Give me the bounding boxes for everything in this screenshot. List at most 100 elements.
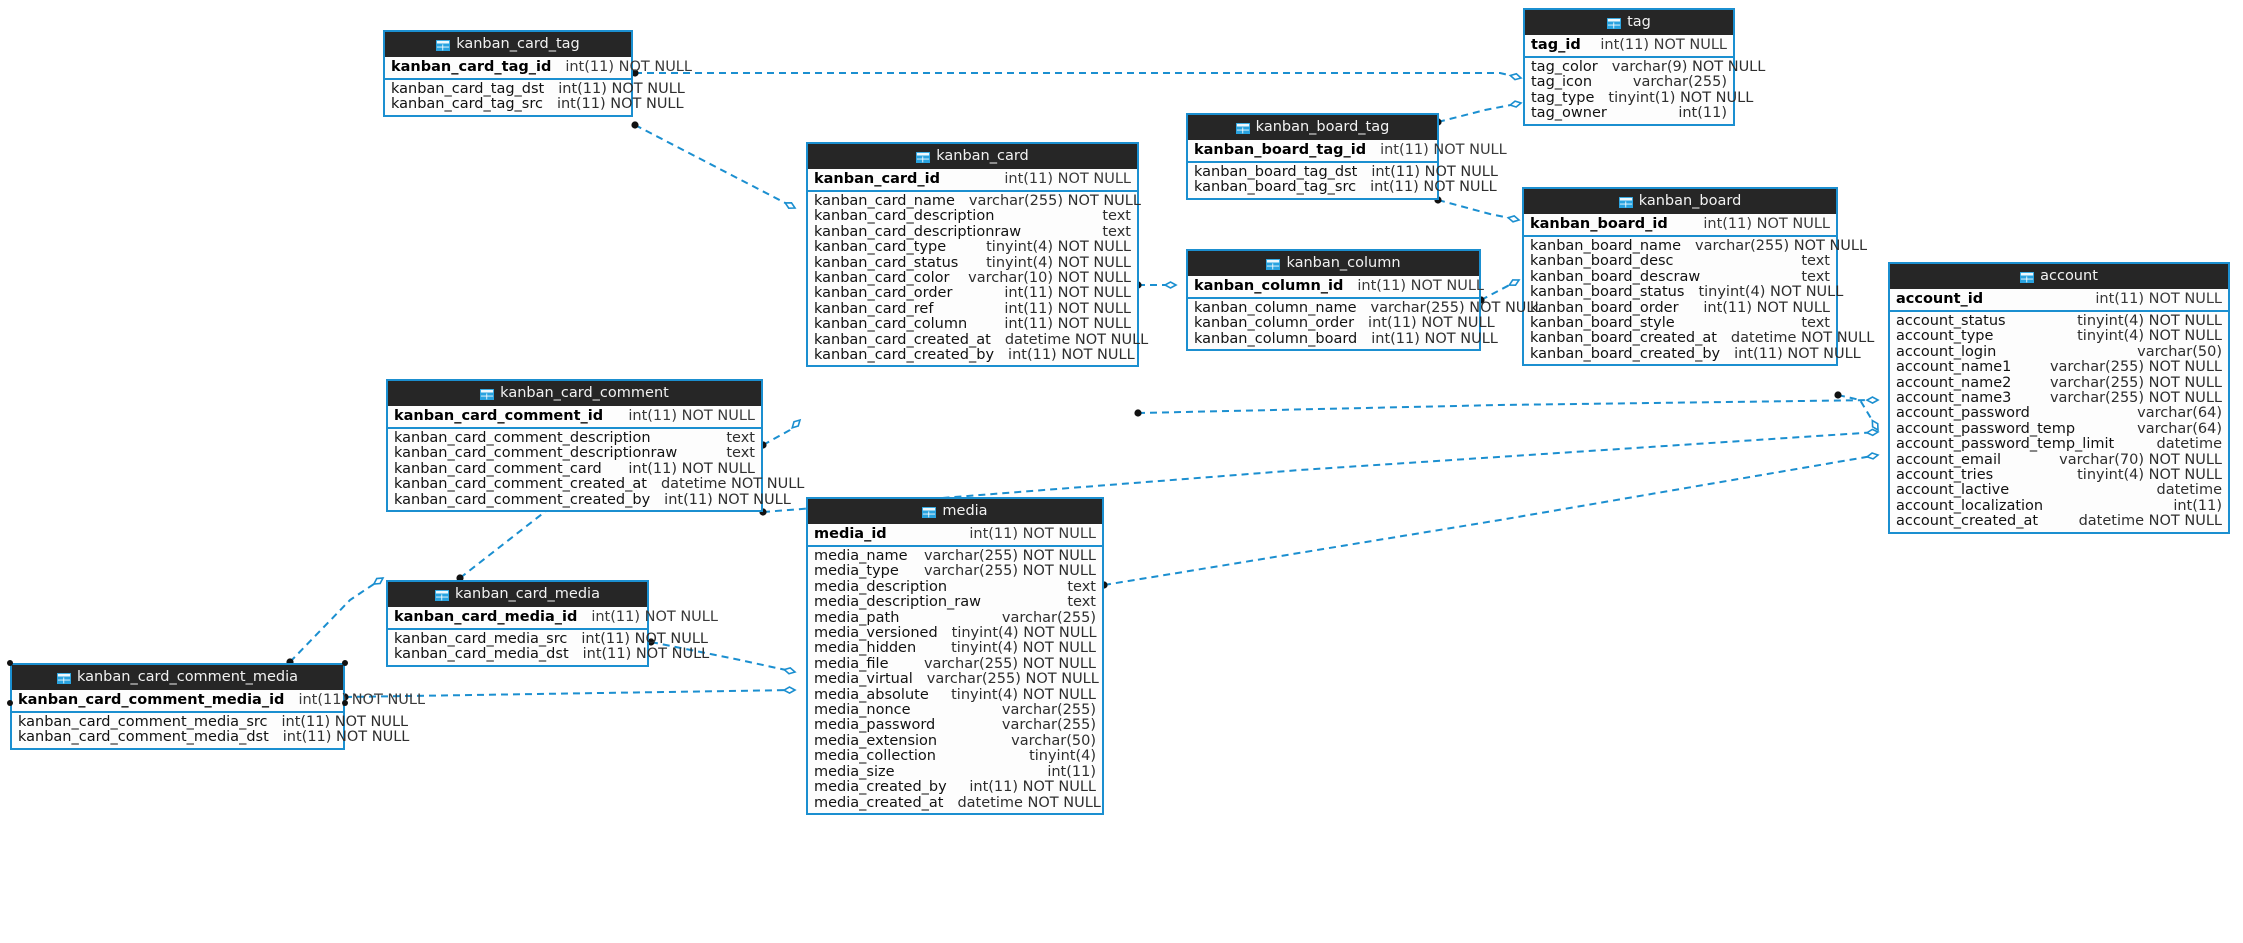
entity-header-kanban_board[interactable]: kanban_board bbox=[1524, 189, 1836, 214]
relationship-rel-card-to-column[interactable] bbox=[1134, 281, 1178, 289]
entity-header-kanban_card_comment_media[interactable]: kanban_card_comment_media bbox=[12, 665, 343, 690]
selection-handle[interactable] bbox=[342, 700, 348, 706]
relationship-rel-comment-media-to-comment[interactable] bbox=[286, 577, 385, 666]
entity-header-kanban_board_tag[interactable]: kanban_board_tag bbox=[1188, 115, 1437, 140]
selection-handle[interactable] bbox=[7, 700, 13, 706]
entity-header-kanban_card_tag[interactable]: kanban_card_tag bbox=[385, 32, 631, 57]
selection-handle[interactable] bbox=[342, 660, 348, 666]
selection-handle[interactable] bbox=[7, 660, 13, 666]
relationship-rel-card-to-account[interactable] bbox=[1134, 396, 1880, 417]
relationship-rel-card-tag-to-tag[interactable] bbox=[631, 69, 1523, 81]
entity-header-kanban_card_comment[interactable]: kanban_card_comment bbox=[388, 381, 761, 406]
relationship-rel-board-tag-to-tag[interactable] bbox=[1434, 100, 1523, 126]
entity-header-account[interactable]: account bbox=[1890, 264, 2228, 289]
entity-header-kanban_column[interactable]: kanban_column bbox=[1188, 251, 1479, 276]
entity-header-kanban_card_media[interactable]: kanban_card_media bbox=[388, 582, 647, 607]
entity-header-media[interactable]: media bbox=[808, 499, 1102, 524]
entity-header-kanban_card[interactable]: kanban_card bbox=[808, 144, 1137, 169]
